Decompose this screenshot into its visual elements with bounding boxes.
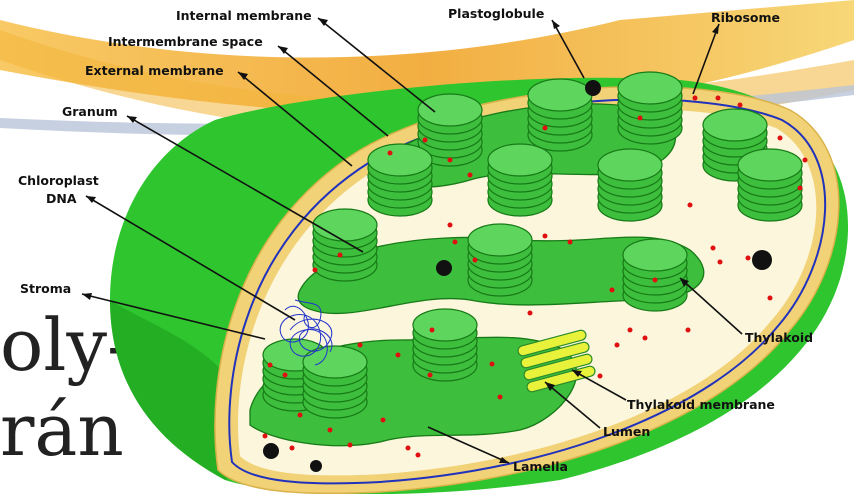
plastoglobule <box>263 443 279 459</box>
label-chloroplast-dna-2: DNA <box>46 191 77 206</box>
granum-stack <box>598 149 662 221</box>
label-ribosome: Ribosome <box>711 10 780 25</box>
label-stroma: Stroma <box>20 281 71 296</box>
label-thylakoid: Thylakoid <box>745 330 813 345</box>
plastoglobule <box>436 260 452 276</box>
label-plastoglobule: Plastoglobule <box>448 6 544 21</box>
plastoglobule <box>752 250 772 270</box>
granum-stack <box>313 209 377 281</box>
label-thylakoid-membrane: Thylakoid membrane <box>627 397 775 412</box>
granum-stack <box>528 79 592 151</box>
label-internal-membrane: Internal membrane <box>176 8 312 23</box>
label-intermembrane-space: Intermembrane space <box>108 34 263 49</box>
plastoglobule <box>310 460 322 472</box>
granum-stack <box>623 239 687 311</box>
plastoglobule <box>585 80 601 96</box>
label-external-membrane: External membrane <box>85 63 224 78</box>
granum-stack <box>303 346 367 418</box>
granum-stack <box>413 309 477 381</box>
granum-stack <box>618 72 682 144</box>
background-text-line2: rán <box>0 388 124 472</box>
label-lamella: Lamella <box>513 459 568 474</box>
granum-stack <box>468 224 532 296</box>
label-chloroplast-dna-1: Chloroplast <box>18 173 99 188</box>
label-granum: Granum <box>62 104 118 119</box>
granum-stack <box>368 144 432 216</box>
label-lumen: Lumen <box>603 424 650 439</box>
granum-stack <box>738 149 802 221</box>
granum-stack <box>488 144 552 216</box>
